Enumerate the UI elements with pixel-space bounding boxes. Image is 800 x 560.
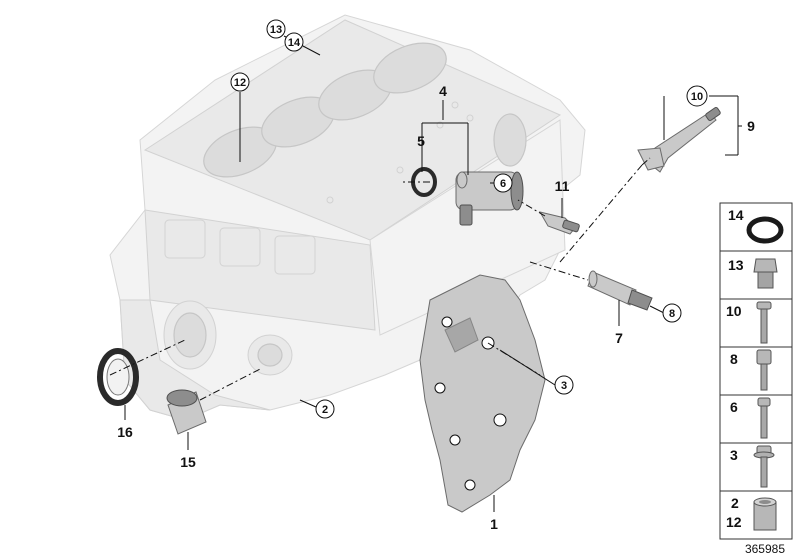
legend-label-13: 13: [728, 257, 744, 273]
installation-lines: [109, 157, 651, 401]
callout-ring-8: [662, 303, 682, 323]
callout-ring-6: [493, 173, 513, 193]
callout-11: 11: [555, 178, 570, 194]
callout-16: 16: [117, 424, 133, 440]
bolt-6-icon: [757, 397, 771, 439]
callout-ring-14: [284, 32, 304, 52]
callout-14: 14: [288, 37, 301, 49]
callout-1: 1: [490, 516, 498, 532]
legend-cell-6: [719, 394, 793, 444]
flanged-bolt-icon: [753, 445, 775, 488]
legend-label-3: 3: [730, 447, 738, 463]
engine-block: [109, 14, 586, 421]
legend-label-8: 8: [730, 351, 738, 367]
pipe-fitting: [637, 106, 721, 173]
bolt-8-icon: [756, 349, 772, 391]
bolt-10-icon: [756, 301, 772, 344]
screw-plug-icon: [753, 258, 778, 289]
callout-7: 7: [615, 330, 623, 346]
legend-label-2: 2: [731, 495, 739, 511]
callout-ring-2: [315, 399, 335, 419]
legend-label-10: 10: [726, 303, 742, 319]
callout-12: 12: [234, 77, 246, 89]
callout-9: 9: [747, 118, 755, 134]
bolt-sensor: [587, 270, 653, 311]
legend-label-6: 6: [730, 399, 738, 415]
legend-label-12: 12: [726, 514, 742, 530]
callout-10: 10: [691, 91, 703, 103]
callout-5: 5: [417, 133, 425, 149]
sensor-part: [538, 211, 580, 235]
plug-part: [166, 389, 207, 435]
parts-legend: 14 13 10 8 6 3: [719, 202, 793, 540]
callout-4: 4: [439, 83, 447, 99]
callout-13: 13: [270, 24, 282, 36]
legend-cell-8: [719, 346, 793, 396]
legend-cell-3: [719, 442, 793, 492]
callout-3: 3: [561, 380, 567, 392]
dowel-sleeve-icon: [753, 497, 777, 531]
diagram-reference-number: 365985: [745, 542, 785, 556]
callout-ring-12: [230, 72, 250, 92]
seal-ring-icon: [746, 216, 784, 244]
callout-ring-10: [686, 85, 708, 107]
callouts: 13 14 12 4 5 6 11 10 9 8 7 3 2 1 16 15: [117, 19, 755, 532]
seal-ring-part: [97, 348, 139, 406]
callout-8: 8: [669, 308, 675, 320]
callout-ring-13: [266, 19, 286, 39]
legend-label-14: 14: [728, 207, 744, 223]
bracket-part: [419, 274, 546, 513]
callout-15: 15: [180, 454, 196, 470]
callout-ring-3: [554, 375, 574, 395]
callout-6: 6: [500, 178, 506, 190]
callout-2: 2: [322, 404, 328, 416]
legend-cell-10: [719, 298, 793, 348]
